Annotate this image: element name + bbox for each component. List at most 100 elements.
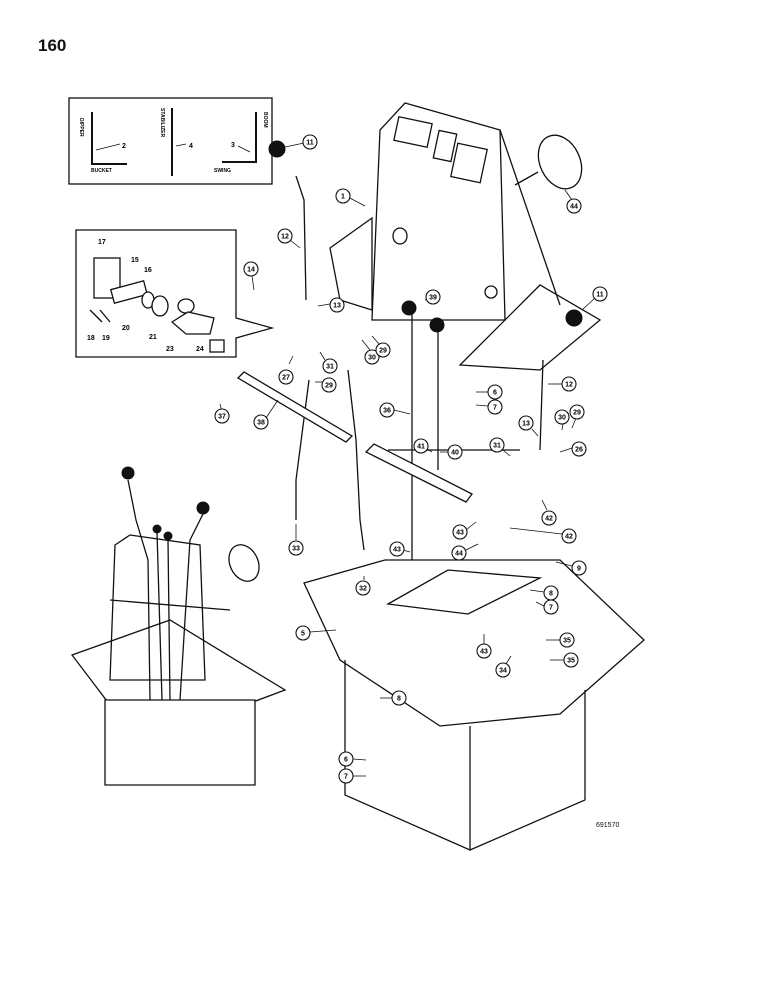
- callout-6b: 6: [338, 751, 367, 767]
- callout-25b: 29: [315, 377, 337, 393]
- svg-text:11: 11: [306, 140, 314, 147]
- callout-9: 9: [555, 560, 587, 576]
- callout-26a: 30: [361, 339, 380, 365]
- callout-29: 33: [288, 524, 304, 556]
- label-20: 20: [122, 325, 130, 332]
- callout-7b: 7: [535, 599, 559, 615]
- svg-text:13: 13: [333, 303, 341, 310]
- legend-boom: BOOM: [262, 112, 268, 128]
- svg-text:36: 36: [383, 408, 391, 415]
- base-plate: [303, 559, 645, 851]
- callout-31: 35: [546, 632, 575, 648]
- callout-34: 40: [440, 444, 463, 460]
- callout-33: 39: [424, 289, 441, 305]
- label-19: 19: [102, 335, 110, 342]
- callout-30: 34: [495, 655, 512, 678]
- label-4: 4: [189, 143, 193, 150]
- callout-12b: 12: [548, 376, 577, 392]
- callout-41: 43: [452, 521, 477, 540]
- svg-text:31: 31: [326, 364, 334, 371]
- callout-8b: 8: [380, 690, 407, 706]
- callout-7c: 7: [338, 768, 366, 784]
- callout-1: 1: [335, 188, 366, 207]
- svg-text:30: 30: [558, 415, 566, 422]
- callout-36: 36: [379, 402, 411, 418]
- svg-text:7: 7: [549, 605, 553, 612]
- svg-text:34: 34: [499, 668, 507, 675]
- callout-13a: 13: [317, 297, 345, 313]
- svg-text:35: 35: [567, 658, 575, 665]
- label-23: 23: [166, 346, 174, 353]
- label-3: 3: [231, 142, 235, 149]
- svg-text:43: 43: [480, 649, 488, 656]
- svg-text:6: 6: [493, 390, 497, 397]
- legend-dipper: DIPPER: [78, 118, 84, 137]
- control-stand: [329, 102, 602, 371]
- callout-38: 38: [253, 399, 279, 430]
- svg-text:43: 43: [456, 530, 464, 537]
- callout-26b: 30: [554, 409, 570, 431]
- callout-25c: 29: [569, 404, 585, 429]
- callout-44: 44: [564, 189, 582, 214]
- cross-shafts: [236, 371, 520, 503]
- svg-text:9: 9: [577, 566, 581, 573]
- svg-text:7: 7: [344, 774, 348, 781]
- callout-27b: 31: [489, 437, 511, 457]
- callout-14: 14: [243, 261, 259, 291]
- svg-text:38: 38: [257, 420, 265, 427]
- callout-32: 35: [550, 652, 579, 668]
- svg-text:42: 42: [565, 534, 573, 541]
- svg-text:29: 29: [325, 383, 333, 390]
- callout-13b: 13: [518, 415, 539, 437]
- svg-text:14: 14: [247, 267, 255, 274]
- svg-text:26: 26: [575, 447, 583, 454]
- svg-text:13: 13: [522, 421, 530, 428]
- svg-text:8: 8: [397, 696, 401, 703]
- svg-text:44: 44: [570, 204, 578, 211]
- svg-text:6: 6: [344, 757, 348, 764]
- svg-text:40: 40: [451, 450, 459, 457]
- svg-text:8: 8: [549, 591, 553, 598]
- callout-7a: 7: [475, 399, 503, 415]
- svg-text:39: 39: [429, 295, 437, 302]
- svg-text:12: 12: [565, 382, 573, 389]
- svg-text:42: 42: [545, 516, 553, 523]
- callout-42: 44: [451, 543, 479, 561]
- label-17: 17: [98, 239, 106, 246]
- svg-text:12: 12: [281, 234, 289, 241]
- legend-stabilizer: STABILIZER: [159, 108, 165, 137]
- callout-40: 42: [509, 527, 577, 544]
- svg-text:44: 44: [455, 551, 463, 558]
- svg-text:43: 43: [393, 547, 401, 554]
- label-16: 16: [144, 267, 152, 274]
- callout-11b: 11: [581, 286, 608, 311]
- svg-text:35: 35: [563, 638, 571, 645]
- callout-11a: 11: [284, 134, 318, 150]
- callout-37: 37: [214, 403, 230, 424]
- svg-text:31: 31: [493, 443, 501, 450]
- label-24: 24: [196, 346, 204, 353]
- svg-text:33: 33: [292, 546, 300, 553]
- svg-text:29: 29: [379, 348, 387, 355]
- control-pattern-inset: DIPPER BUCKET STABILIZER BOOM SWING: [68, 97, 273, 185]
- drawing-number: 691570: [596, 822, 620, 829]
- callout-43b: 43: [476, 634, 492, 659]
- callout-35: 41: [413, 438, 433, 454]
- svg-text:7: 7: [493, 405, 497, 412]
- label-15: 15: [131, 257, 139, 264]
- callout-27a: 31: [319, 351, 338, 374]
- label-18: 18: [87, 335, 95, 342]
- callout-5: 5: [295, 625, 337, 641]
- svg-text:27: 27: [282, 375, 290, 382]
- callout-23: 27: [278, 355, 294, 385]
- callout-6a: 6: [476, 384, 503, 400]
- svg-text:29: 29: [573, 410, 581, 417]
- callout-22: 26: [559, 441, 587, 457]
- svg-text:32: 32: [359, 586, 367, 593]
- valve-detail-inset: [75, 229, 275, 358]
- plain-labels: 2 4 3 17 15 16 18 19 20 21 23 24: [87, 142, 235, 353]
- page-number: 160: [38, 36, 67, 55]
- callout-12a: 12: [277, 228, 301, 249]
- callout-39: 42: [541, 499, 557, 526]
